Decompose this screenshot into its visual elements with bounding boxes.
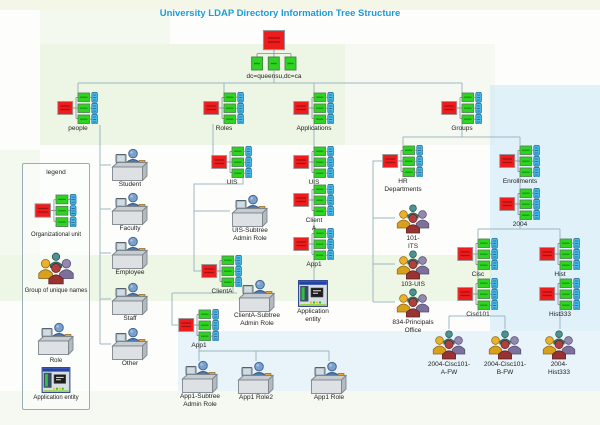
organizational-unit-icon xyxy=(293,184,335,216)
node-label: Cisc xyxy=(471,271,485,278)
node-label: Roles xyxy=(215,125,233,132)
node-label: ClientA xyxy=(211,288,233,295)
node-label: 101- ITS xyxy=(406,235,420,250)
node-label: UIS xyxy=(226,179,238,186)
legend-label-role: Role xyxy=(49,358,63,364)
node-label: App1 xyxy=(191,342,207,349)
role-icon xyxy=(309,361,349,395)
role-icon xyxy=(110,192,150,226)
node-label: Cisc101 xyxy=(466,311,490,318)
node-label: App1 xyxy=(306,261,322,268)
node-label: 834-Principals Office xyxy=(392,319,434,334)
legend-label-group: Group of unique names xyxy=(24,288,88,294)
node-label: Staff xyxy=(123,315,137,322)
organizational-unit-icon xyxy=(539,238,581,270)
node-label: 2004-Cisc101- A-FW xyxy=(427,361,471,376)
group-of-unique-names-icon xyxy=(487,328,523,360)
node-label: UIS-Subtree Admin Role xyxy=(232,227,268,242)
node-label: Application entity xyxy=(297,308,329,323)
node-label: Client A xyxy=(305,217,323,232)
page-title: University LDAP Directory Information Tr… xyxy=(159,8,401,19)
node-label: 2004 xyxy=(512,221,528,228)
node-label: dc=queensu,dc=ca xyxy=(246,73,302,80)
organizational-unit-icon xyxy=(539,278,581,310)
role-icon xyxy=(110,282,150,316)
organizational-unit-icon xyxy=(499,145,541,177)
organizational-unit-icon xyxy=(34,194,78,227)
node-label: Employee xyxy=(115,269,145,276)
organizational-unit-icon xyxy=(178,309,220,341)
organizational-unit-icon xyxy=(499,188,541,220)
root-icon xyxy=(251,30,297,72)
group-of-unique-names-icon xyxy=(395,286,431,318)
node-label: people xyxy=(68,125,88,132)
node-label: Groups xyxy=(451,125,473,132)
organizational-unit-icon xyxy=(293,146,335,178)
role-icon xyxy=(180,360,220,394)
node-label: 2004- Hist333 xyxy=(547,361,571,376)
node-label: Hist333 xyxy=(548,311,572,318)
role-icon xyxy=(110,236,150,270)
organizational-unit-icon xyxy=(457,278,499,310)
node-label: 103-UIS xyxy=(401,281,425,288)
role-icon xyxy=(36,322,76,356)
organizational-unit-icon xyxy=(293,92,335,124)
node-label: Student xyxy=(118,181,142,188)
organizational-unit-icon xyxy=(441,92,483,124)
node-label: Applications xyxy=(296,125,332,132)
organizational-unit-icon xyxy=(457,238,499,270)
organizational-unit-icon xyxy=(57,92,99,124)
legend-label-organizational-unit: Organizational unit xyxy=(30,232,82,238)
node-label: HR Departments xyxy=(384,178,422,193)
application-entity-icon xyxy=(42,367,71,393)
group-of-unique-names-icon xyxy=(431,328,467,360)
organizational-unit-icon xyxy=(382,145,424,177)
legend-box: legend Organizational unit Group of uniq… xyxy=(22,163,90,410)
node-label: App1-Subtree Admin Role xyxy=(179,393,221,408)
group-of-unique-names-icon xyxy=(395,202,431,234)
organizational-unit-icon xyxy=(203,92,245,124)
group-of-unique-names-icon xyxy=(395,248,431,280)
application-entity-icon xyxy=(298,280,328,307)
node-label: ClientA-Subtree Admin Role xyxy=(234,312,280,327)
role-icon xyxy=(236,361,276,395)
node-label: 2004-Cisc101- B-FW xyxy=(483,361,527,376)
legend-title: legend xyxy=(46,169,66,176)
organizational-unit-icon xyxy=(211,146,253,178)
node-label: App1 Role xyxy=(313,394,345,401)
node-label: Other xyxy=(121,360,139,367)
group-of-unique-names-icon xyxy=(36,250,76,285)
node-label: App1 Role2 xyxy=(239,394,273,401)
node-label: UIS xyxy=(308,179,320,186)
node-label: Enrollments xyxy=(502,178,538,185)
role-icon xyxy=(110,148,150,182)
node-label: Faculty xyxy=(119,225,141,232)
group-of-unique-names-icon xyxy=(541,328,577,360)
role-icon xyxy=(110,327,150,361)
organizational-unit-icon xyxy=(293,228,335,260)
legend-label-application-entity: Application entity xyxy=(33,395,79,401)
